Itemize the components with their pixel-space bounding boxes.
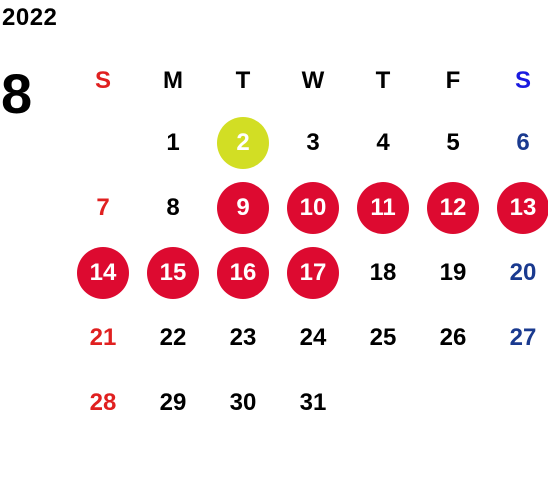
day-number: 4 <box>376 128 390 156</box>
holiday-marker: 12 <box>427 181 479 234</box>
holiday-marker: 15 <box>147 246 199 299</box>
day-number: 8 <box>166 193 180 221</box>
day-cell-24[interactable]: 24 <box>278 305 348 370</box>
day-cell-25[interactable]: 25 <box>348 305 418 370</box>
day-number: 22 <box>159 323 187 351</box>
day-cell-empty <box>68 110 138 175</box>
calendar-year: 2022 <box>2 4 58 31</box>
day-cell-14[interactable]: 14 <box>68 240 138 305</box>
day-cell-13[interactable]: 13 <box>488 175 548 240</box>
day-cell-20[interactable]: 20 <box>488 240 548 305</box>
day-number: 5 <box>446 128 460 156</box>
day-cell-18[interactable]: 18 <box>348 240 418 305</box>
day-cell-29[interactable]: 29 <box>138 370 208 435</box>
day-number: 25 <box>369 323 397 351</box>
day-number: 20 <box>509 258 537 286</box>
day-cell-8[interactable]: 8 <box>138 175 208 240</box>
day-cell-21[interactable]: 21 <box>68 305 138 370</box>
day-number: 26 <box>439 323 467 351</box>
weekday-header-thursday: T <box>375 67 391 94</box>
day-cell-9[interactable]: 9 <box>208 175 278 240</box>
day-cell-31[interactable]: 31 <box>278 370 348 435</box>
day-cell-27[interactable]: 27 <box>488 305 548 370</box>
day-number: 24 <box>299 323 327 351</box>
today-marker: 2 <box>217 116 269 169</box>
day-number: 23 <box>229 323 257 351</box>
day-cell-15[interactable]: 15 <box>138 240 208 305</box>
weekday-header-tuesday: T <box>235 67 251 94</box>
day-cell-12[interactable]: 12 <box>418 175 488 240</box>
day-cell-7[interactable]: 7 <box>68 175 138 240</box>
weekday-header-saturday: S <box>514 67 531 94</box>
weekday-header-sunday: S <box>94 67 111 94</box>
day-cell-10[interactable]: 10 <box>278 175 348 240</box>
day-cell-17[interactable]: 17 <box>278 240 348 305</box>
day-cell-6[interactable]: 6 <box>488 110 548 175</box>
day-number: 3 <box>306 128 320 156</box>
day-number: 28 <box>89 388 117 416</box>
holiday-marker: 11 <box>357 181 409 234</box>
day-number: 27 <box>509 323 537 351</box>
day-cell-5[interactable]: 5 <box>418 110 488 175</box>
day-cell-19[interactable]: 19 <box>418 240 488 305</box>
day-cell-28[interactable]: 28 <box>68 370 138 435</box>
day-number: 18 <box>369 258 397 286</box>
holiday-marker: 16 <box>217 246 269 299</box>
holiday-marker: 17 <box>287 246 339 299</box>
day-cell-3[interactable]: 3 <box>278 110 348 175</box>
day-number: 21 <box>89 323 117 351</box>
day-number: 6 <box>516 128 530 156</box>
day-number: 31 <box>299 388 327 416</box>
day-number: 19 <box>439 258 467 286</box>
day-number: 1 <box>166 128 180 156</box>
day-cell-1[interactable]: 1 <box>138 110 208 175</box>
weekday-header-wednesday: W <box>301 67 325 94</box>
holiday-marker: 13 <box>497 181 548 234</box>
day-cell-26[interactable]: 26 <box>418 305 488 370</box>
day-number: 29 <box>159 388 187 416</box>
day-cell-23[interactable]: 23 <box>208 305 278 370</box>
day-cell-2[interactable]: 2 <box>208 110 278 175</box>
day-cell-16[interactable]: 16 <box>208 240 278 305</box>
day-cell-22[interactable]: 22 <box>138 305 208 370</box>
day-cell-4[interactable]: 4 <box>348 110 418 175</box>
day-number: 7 <box>96 193 110 221</box>
weekday-header-friday: F <box>445 67 461 94</box>
weekday-header-monday: M <box>163 67 183 94</box>
holiday-marker: 10 <box>287 181 339 234</box>
holiday-marker: 9 <box>217 181 269 234</box>
holiday-marker: 14 <box>77 246 129 299</box>
day-cell-30[interactable]: 30 <box>208 370 278 435</box>
day-cell-11[interactable]: 11 <box>348 175 418 240</box>
calendar-month: 8 <box>1 62 33 125</box>
day-number: 30 <box>229 388 257 416</box>
